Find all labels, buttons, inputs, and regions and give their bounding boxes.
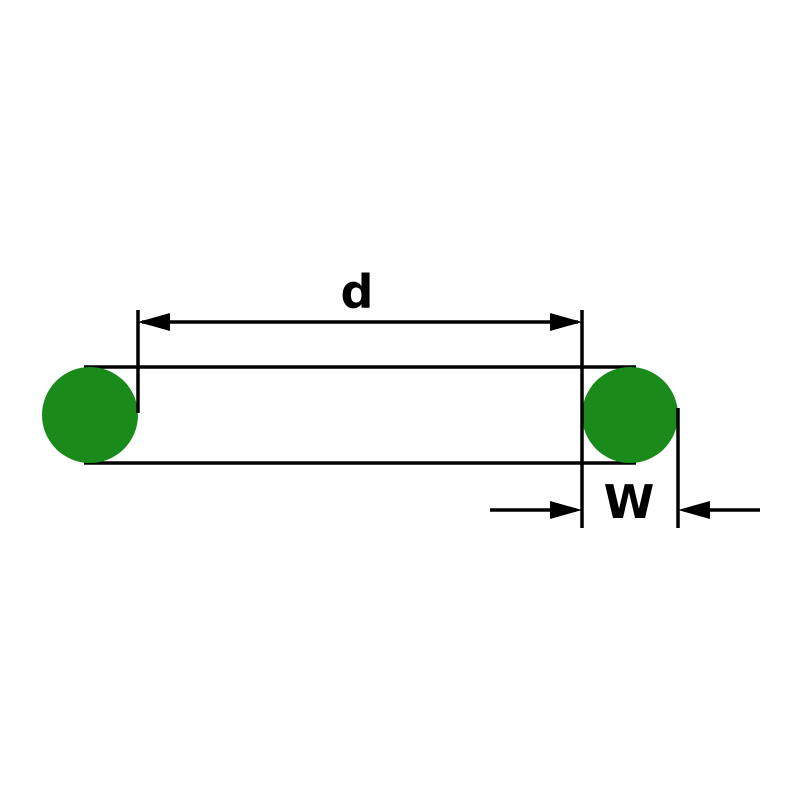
dimension-w-left-arrowhead-icon	[550, 501, 582, 519]
dimension-d-label: d	[341, 265, 374, 319]
dimension-w: W	[490, 408, 760, 529]
left-cross-section-circle	[42, 367, 138, 463]
dimension-d-left-arrowhead-icon	[138, 313, 170, 331]
dimension-w-right-arrowhead-icon	[678, 501, 710, 519]
dimension-d: d	[136, 265, 584, 528]
dimension-w-label: W	[604, 475, 655, 529]
dimension-d-right-arrowhead-icon	[550, 313, 582, 331]
right-cross-section-circle	[582, 367, 678, 463]
